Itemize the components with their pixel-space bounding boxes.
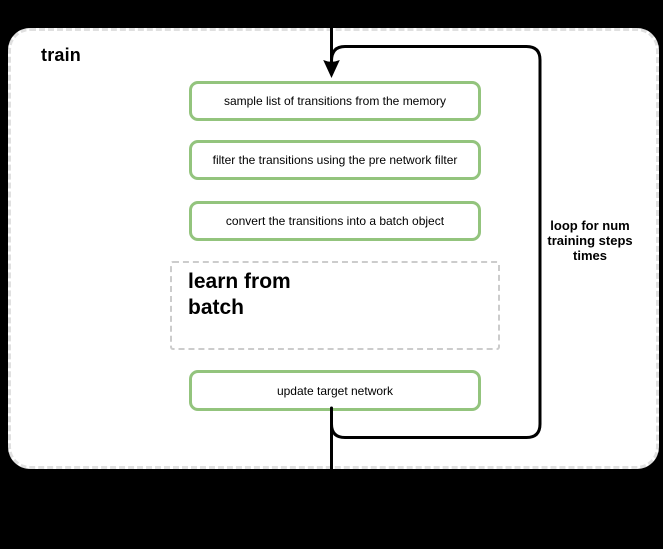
step-label: update target network	[276, 383, 394, 398]
loop-annotation-line: loop for num	[550, 218, 630, 233]
train-group-container: train sample list of transitions from th…	[8, 28, 659, 469]
step-box-sample-transitions: sample list of transitions from the memo…	[189, 81, 481, 121]
step-box-convert-batch: convert the transitions into a batch obj…	[189, 201, 481, 241]
group-title: train	[41, 45, 82, 65]
step-label: sample list of transitions from the memo…	[223, 94, 447, 108]
loop-annotation: loop for num training steps times	[544, 218, 636, 263]
step-label: convert the transitions into a batch obj…	[225, 214, 445, 228]
loop-annotation-line: times	[573, 248, 607, 263]
subprocess-label-line: batch	[188, 296, 245, 319]
subprocess-box-learn-from-batch: learn from batch	[170, 261, 500, 350]
step-box-update-target-network: update target network	[189, 370, 481, 411]
loop-annotation-line: training steps	[547, 233, 633, 248]
step-label: filter the transitions using the pre net…	[212, 153, 458, 167]
subprocess-label-line: learn from	[188, 270, 291, 293]
step-box-filter-transitions: filter the transitions using the pre net…	[189, 140, 481, 180]
